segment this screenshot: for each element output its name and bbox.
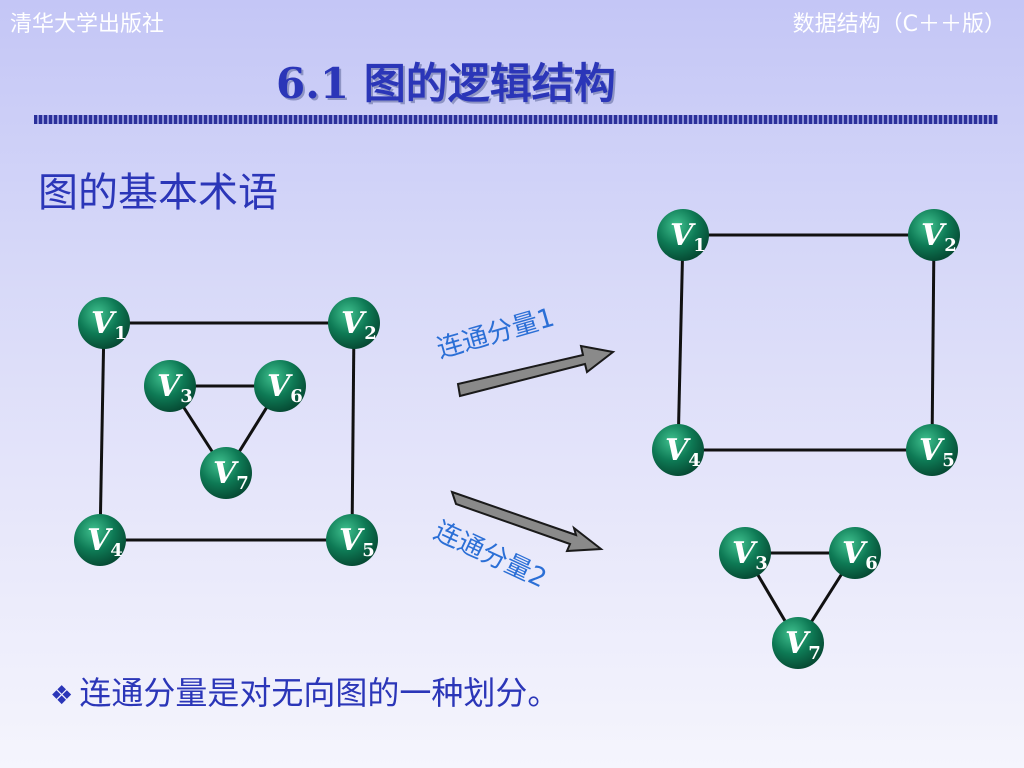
vertex-subscript: 1 bbox=[114, 323, 127, 344]
component1-edge-v4-v1 bbox=[676, 234, 685, 451]
original-vertex-v7: V7 bbox=[200, 447, 252, 499]
vertex-node-icon bbox=[326, 514, 378, 566]
vertex-subscript: 7 bbox=[808, 643, 821, 664]
vertex-subscript: 1 bbox=[693, 235, 706, 256]
vertex-subscript: 5 bbox=[362, 540, 375, 561]
vertex-subscript: 3 bbox=[180, 386, 193, 407]
component2-vertex-v7: V7 bbox=[772, 617, 824, 669]
diamond-bullet-icon: ❖ bbox=[50, 681, 74, 711]
section-heading: 图的基本术语 bbox=[38, 170, 278, 216]
slide-title: 6.1 图的逻辑结构 bbox=[276, 59, 616, 108]
vertex-node-icon bbox=[74, 514, 126, 566]
original-vertex-v4: V4 bbox=[74, 514, 126, 566]
component1-edge-v2-v5 bbox=[930, 234, 936, 451]
vertex-subscript: 6 bbox=[865, 553, 878, 574]
original-vertex-v2: V2 bbox=[328, 297, 380, 349]
arrow-to-component1 bbox=[456, 344, 616, 398]
vertex-node-icon bbox=[657, 209, 709, 261]
component1-vertex-v4: V4 bbox=[652, 424, 704, 476]
vertex-node-icon bbox=[829, 527, 881, 579]
bottom-note: ❖连通分量是对无向图的一种划分。 bbox=[50, 668, 559, 714]
vertex-node-icon bbox=[78, 297, 130, 349]
course-label: 数据结构（C＋＋版） bbox=[792, 12, 1006, 37]
vertex-label: V4 bbox=[87, 523, 123, 561]
component1-vertex-v1: V1 bbox=[657, 209, 709, 261]
vertex-subscript: 4 bbox=[110, 540, 123, 561]
component1-vertex-v2: V2 bbox=[908, 209, 960, 261]
vertex-node-icon bbox=[200, 447, 252, 499]
vertex-node-icon bbox=[652, 424, 704, 476]
original-vertex-v1: V1 bbox=[78, 297, 130, 349]
component2-vertex-v3: V3 bbox=[719, 527, 771, 579]
vertex-node-icon bbox=[772, 617, 824, 669]
vertex-node-icon bbox=[254, 360, 306, 412]
vertex-subscript: 5 bbox=[942, 450, 955, 471]
vertex-subscript: 7 bbox=[236, 473, 249, 494]
vertex-node-icon bbox=[144, 360, 196, 412]
original-edge-v2-v5 bbox=[350, 322, 356, 541]
vertex-node-icon bbox=[719, 527, 771, 579]
component1-vertex-v5: V5 bbox=[906, 424, 958, 476]
original-vertex-v3: V3 bbox=[144, 360, 196, 412]
arrow-to-component2 bbox=[450, 490, 604, 553]
original-vertex-v5: V5 bbox=[326, 514, 378, 566]
arrow-label-upper: 连通分量1 bbox=[434, 303, 558, 365]
vertex-subscript: 4 bbox=[688, 450, 701, 471]
vertex-node-icon bbox=[906, 424, 958, 476]
bottom-note-text: 连通分量是对无向图的一种划分。 bbox=[79, 674, 560, 712]
publisher-label: 清华大学出版社 bbox=[10, 12, 165, 37]
vertex-label: V3 bbox=[732, 536, 768, 574]
vertex-node-icon bbox=[908, 209, 960, 261]
vertex-subscript: 2 bbox=[364, 323, 377, 344]
original-edge-v4-v1 bbox=[98, 322, 106, 541]
original-vertex-v6: V6 bbox=[254, 360, 306, 412]
vertex-node-icon bbox=[328, 297, 380, 349]
vertex-subscript: 6 bbox=[290, 386, 303, 407]
vertex-subscript: 3 bbox=[755, 553, 768, 574]
title-separator bbox=[34, 115, 998, 124]
component2-vertex-v6: V6 bbox=[829, 527, 881, 579]
vertex-subscript: 2 bbox=[944, 235, 957, 256]
